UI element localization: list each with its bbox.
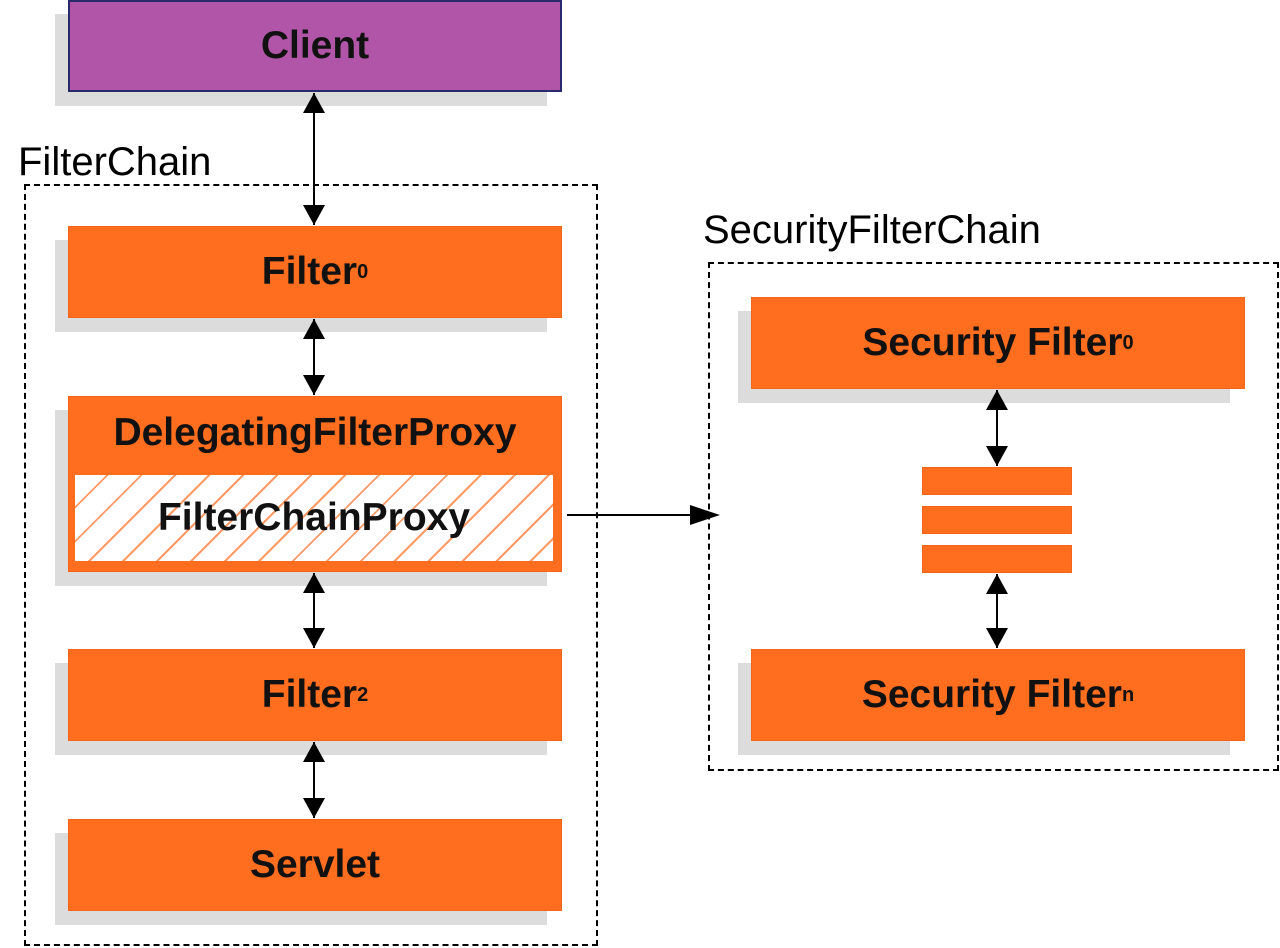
filter0-label: Filter	[261, 250, 358, 293]
security-filter-placeholder-bar	[922, 506, 1072, 534]
security-filter-placeholder-bar	[922, 467, 1072, 495]
delegating-filter-proxy-box: DelegatingFilterProxy FilterChainProxy	[68, 396, 562, 572]
delegating-filter-proxy-label: DelegatingFilterProxy	[113, 411, 517, 454]
client-label: Client	[260, 24, 370, 67]
filter-chain-proxy-box: FilterChainProxy	[73, 473, 555, 563]
security-filter0-label: Security Filter	[862, 321, 1123, 364]
client-box: Client	[68, 0, 562, 92]
servlet-label: Servlet	[249, 843, 381, 886]
filter-chain-label: FilterChain	[18, 140, 212, 184]
security-filter-placeholder-bar	[922, 545, 1072, 573]
filter-chain-proxy-label: FilterChainProxy	[157, 496, 471, 539]
security-filter-n-label: Security Filter	[861, 673, 1122, 716]
filter2-label: Filter	[261, 673, 358, 716]
security-filter-chain-label: SecurityFilterChain	[703, 208, 1041, 252]
servlet-box: Servlet	[68, 819, 562, 911]
filter-chain-container	[24, 184, 598, 946]
